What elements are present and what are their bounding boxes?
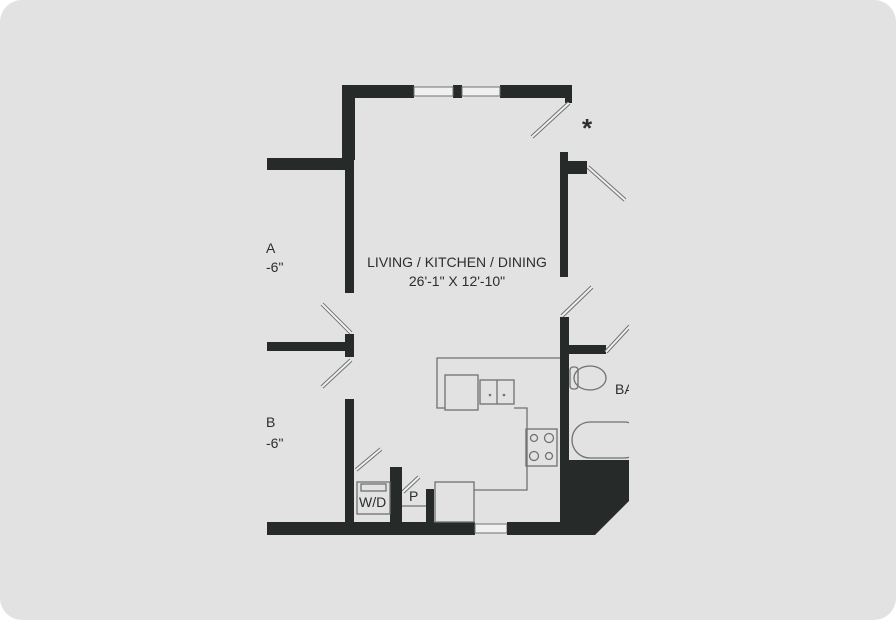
room-b-label: B bbox=[266, 414, 275, 430]
marker-asterisk: * bbox=[582, 113, 593, 143]
right-wall-nub bbox=[560, 161, 587, 174]
left-wall-upper bbox=[342, 85, 355, 160]
room-a-label: A bbox=[266, 240, 276, 256]
room-main-size: 26'-1" X 12'-10" bbox=[409, 273, 505, 289]
room-main-name: LIVING / KITCHEN / DINING bbox=[367, 254, 547, 270]
bathtub bbox=[571, 421, 629, 459]
right-wall-lower bbox=[560, 317, 569, 527]
bath-label: BA bbox=[615, 381, 634, 397]
bath-shaft bbox=[560, 460, 629, 535]
dishwasher bbox=[444, 374, 479, 411]
door-swings bbox=[320, 101, 629, 494]
left-wall-mid bbox=[345, 158, 354, 293]
range-stove bbox=[525, 428, 558, 467]
kitchen-counter bbox=[436, 357, 560, 409]
left-wall-lower bbox=[345, 399, 354, 523]
kitchen-counter-run bbox=[474, 407, 528, 491]
laundry-wall bbox=[390, 467, 402, 523]
pantry-wall bbox=[426, 489, 434, 523]
bath-wall bbox=[569, 345, 606, 354]
right-wall-upper bbox=[560, 152, 568, 277]
washer-dryer bbox=[356, 481, 391, 515]
room-a-wall bbox=[267, 158, 347, 170]
washer-dryer-label: W/D bbox=[359, 494, 386, 510]
room-b-size: -6" bbox=[266, 435, 283, 451]
sink bbox=[479, 379, 515, 405]
toilet bbox=[569, 365, 607, 391]
pantry-label: P bbox=[409, 488, 418, 504]
wall-post bbox=[345, 334, 354, 357]
bottom-window bbox=[474, 523, 508, 534]
refrigerator bbox=[434, 481, 475, 523]
top-wall bbox=[342, 85, 572, 103]
bottom-wall-right bbox=[507, 522, 567, 535]
room-divider-wall bbox=[267, 342, 353, 351]
bottom-wall-left bbox=[267, 522, 475, 535]
room-a-size: -6" bbox=[266, 259, 283, 275]
top-window bbox=[413, 86, 501, 97]
